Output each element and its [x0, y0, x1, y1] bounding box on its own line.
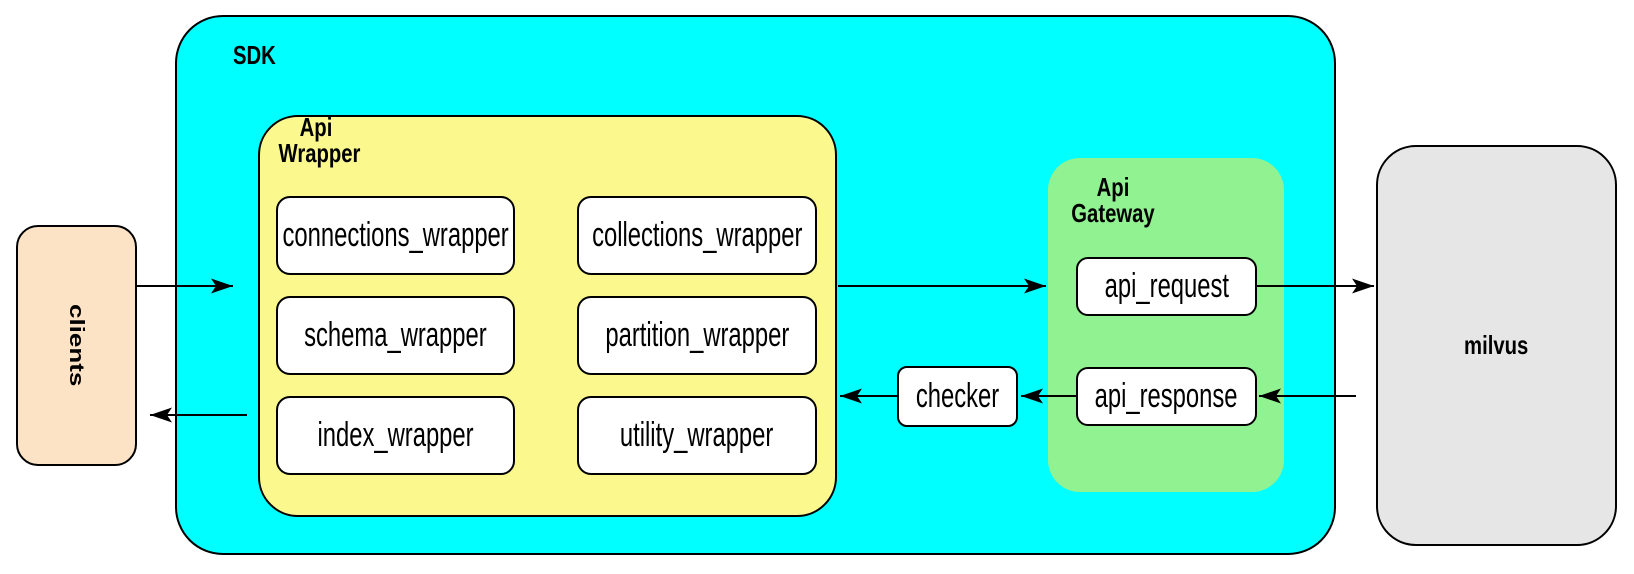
node-api-request-label: api_request — [1104, 267, 1229, 305]
node-api-response-label: api_response — [1095, 377, 1238, 415]
node-utility-wrapper-label: utility_wrapper — [620, 416, 774, 454]
node-checker-label: checker — [915, 377, 1000, 415]
node-checker: checker — [897, 366, 1018, 427]
api-gateway-label-line1: Api — [1096, 172, 1130, 202]
node-api-request: api_request — [1076, 257, 1257, 316]
clients-label: clients — [65, 304, 89, 387]
api-wrapper-label-line2: Wrapper — [278, 138, 361, 168]
node-collections-wrapper: collections_wrapper — [577, 196, 817, 275]
node-connections-wrapper-label: connections_wrapper — [282, 216, 509, 254]
api-gateway-label: Api Gateway — [1065, 174, 1160, 226]
node-api-response: api_response — [1076, 367, 1257, 426]
node-collections-wrapper-label: collections_wrapper — [591, 216, 803, 254]
node-partition-wrapper: partition_wrapper — [577, 296, 817, 375]
node-schema-wrapper: schema_wrapper — [276, 296, 515, 375]
api-gateway-label-line2: Gateway — [1071, 198, 1155, 228]
api-wrapper-label-line1: Api — [299, 112, 333, 142]
milvus-box: milvus — [1376, 145, 1617, 546]
node-schema-wrapper-label: schema_wrapper — [304, 316, 487, 354]
sdk-label: SDK — [233, 40, 276, 70]
node-index-wrapper-label: index_wrapper — [317, 416, 474, 454]
node-connections-wrapper: connections_wrapper — [276, 196, 515, 275]
node-index-wrapper: index_wrapper — [276, 396, 515, 475]
clients-box: clients — [16, 225, 137, 466]
node-utility-wrapper: utility_wrapper — [577, 396, 817, 475]
api-wrapper-label: Api Wrapper — [278, 112, 361, 168]
milvus-label: milvus — [1464, 330, 1529, 360]
api-gateway-container — [1048, 158, 1284, 492]
node-partition-wrapper-label: partition_wrapper — [605, 316, 789, 354]
